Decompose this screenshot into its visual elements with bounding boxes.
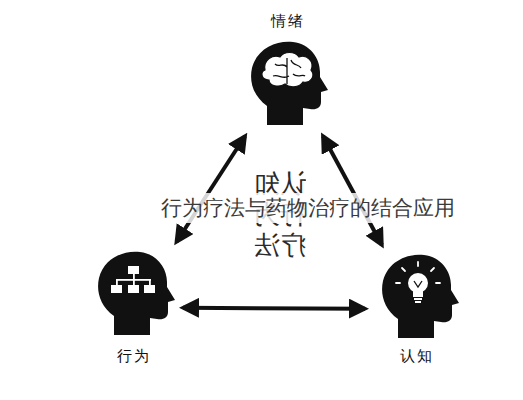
head-label: 情绪 — [240, 12, 335, 31]
head-label: 认知 — [368, 347, 465, 366]
head-label: 行为 — [88, 347, 180, 366]
head-behavior — [98, 252, 175, 335]
head-node: 情绪 — [240, 8, 335, 133]
head-node: 认知 — [368, 248, 465, 370]
overlay-watermark: 行为疗法与药物治疗的结合应用 — [158, 193, 458, 223]
double-arrow — [323, 136, 382, 245]
head-cognition — [382, 255, 459, 338]
double-arrow — [183, 306, 365, 311]
double-arrow — [176, 136, 245, 242]
head-node: 行为 — [88, 245, 180, 370]
head-emotion — [251, 42, 328, 125]
